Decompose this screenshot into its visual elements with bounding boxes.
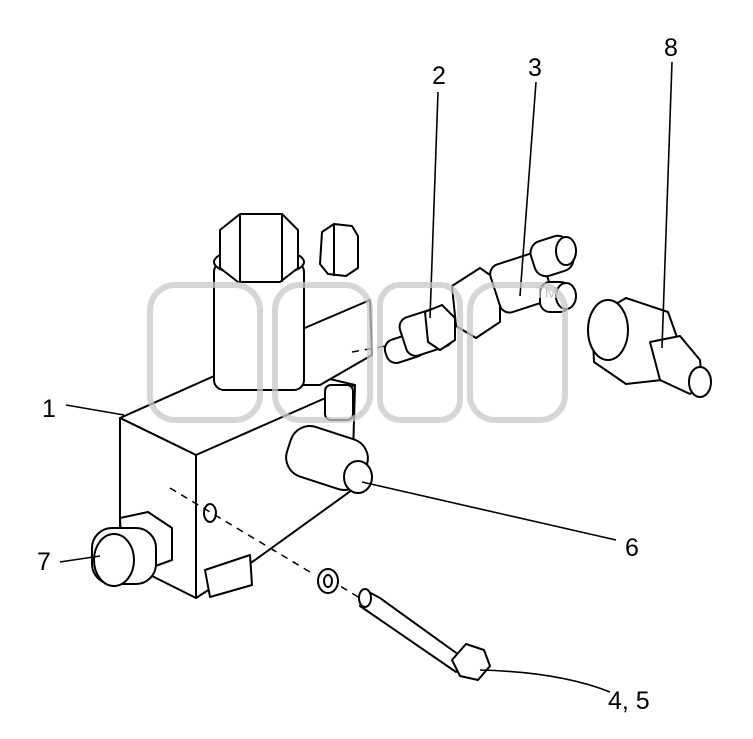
port-adapter-7 (91, 511, 173, 587)
label-part-3: 3 (528, 54, 542, 82)
leader-3 (519, 81, 537, 297)
bolt-axis-line (169, 487, 311, 573)
leader-1 (65, 404, 125, 416)
label-part-4-5: 4, 5 (608, 687, 650, 715)
solenoid-housing (213, 213, 373, 391)
label-part-8: 8 (664, 34, 678, 62)
label-part-6: 6 (625, 534, 639, 562)
pressure-switch-8 (587, 297, 712, 398)
bolt (358, 588, 491, 681)
washer (317, 568, 339, 594)
label-part-7: 7 (37, 548, 51, 576)
label-part-1: 1 (42, 395, 56, 423)
plug-fitting-6 (285, 425, 373, 494)
leader-2 (429, 91, 439, 319)
leader-8 (661, 61, 673, 349)
watermark-logo: TM (147, 282, 568, 423)
leader-7 (59, 555, 101, 563)
leader-4-5 (479, 669, 611, 693)
leader-6 (361, 481, 617, 541)
nipple-fitting-2 (383, 304, 456, 364)
bolt-axis-line-2 (329, 579, 381, 611)
watermark-tm: TM (535, 285, 558, 302)
label-part-2: 2 (432, 62, 446, 90)
side-plug (324, 384, 354, 421)
